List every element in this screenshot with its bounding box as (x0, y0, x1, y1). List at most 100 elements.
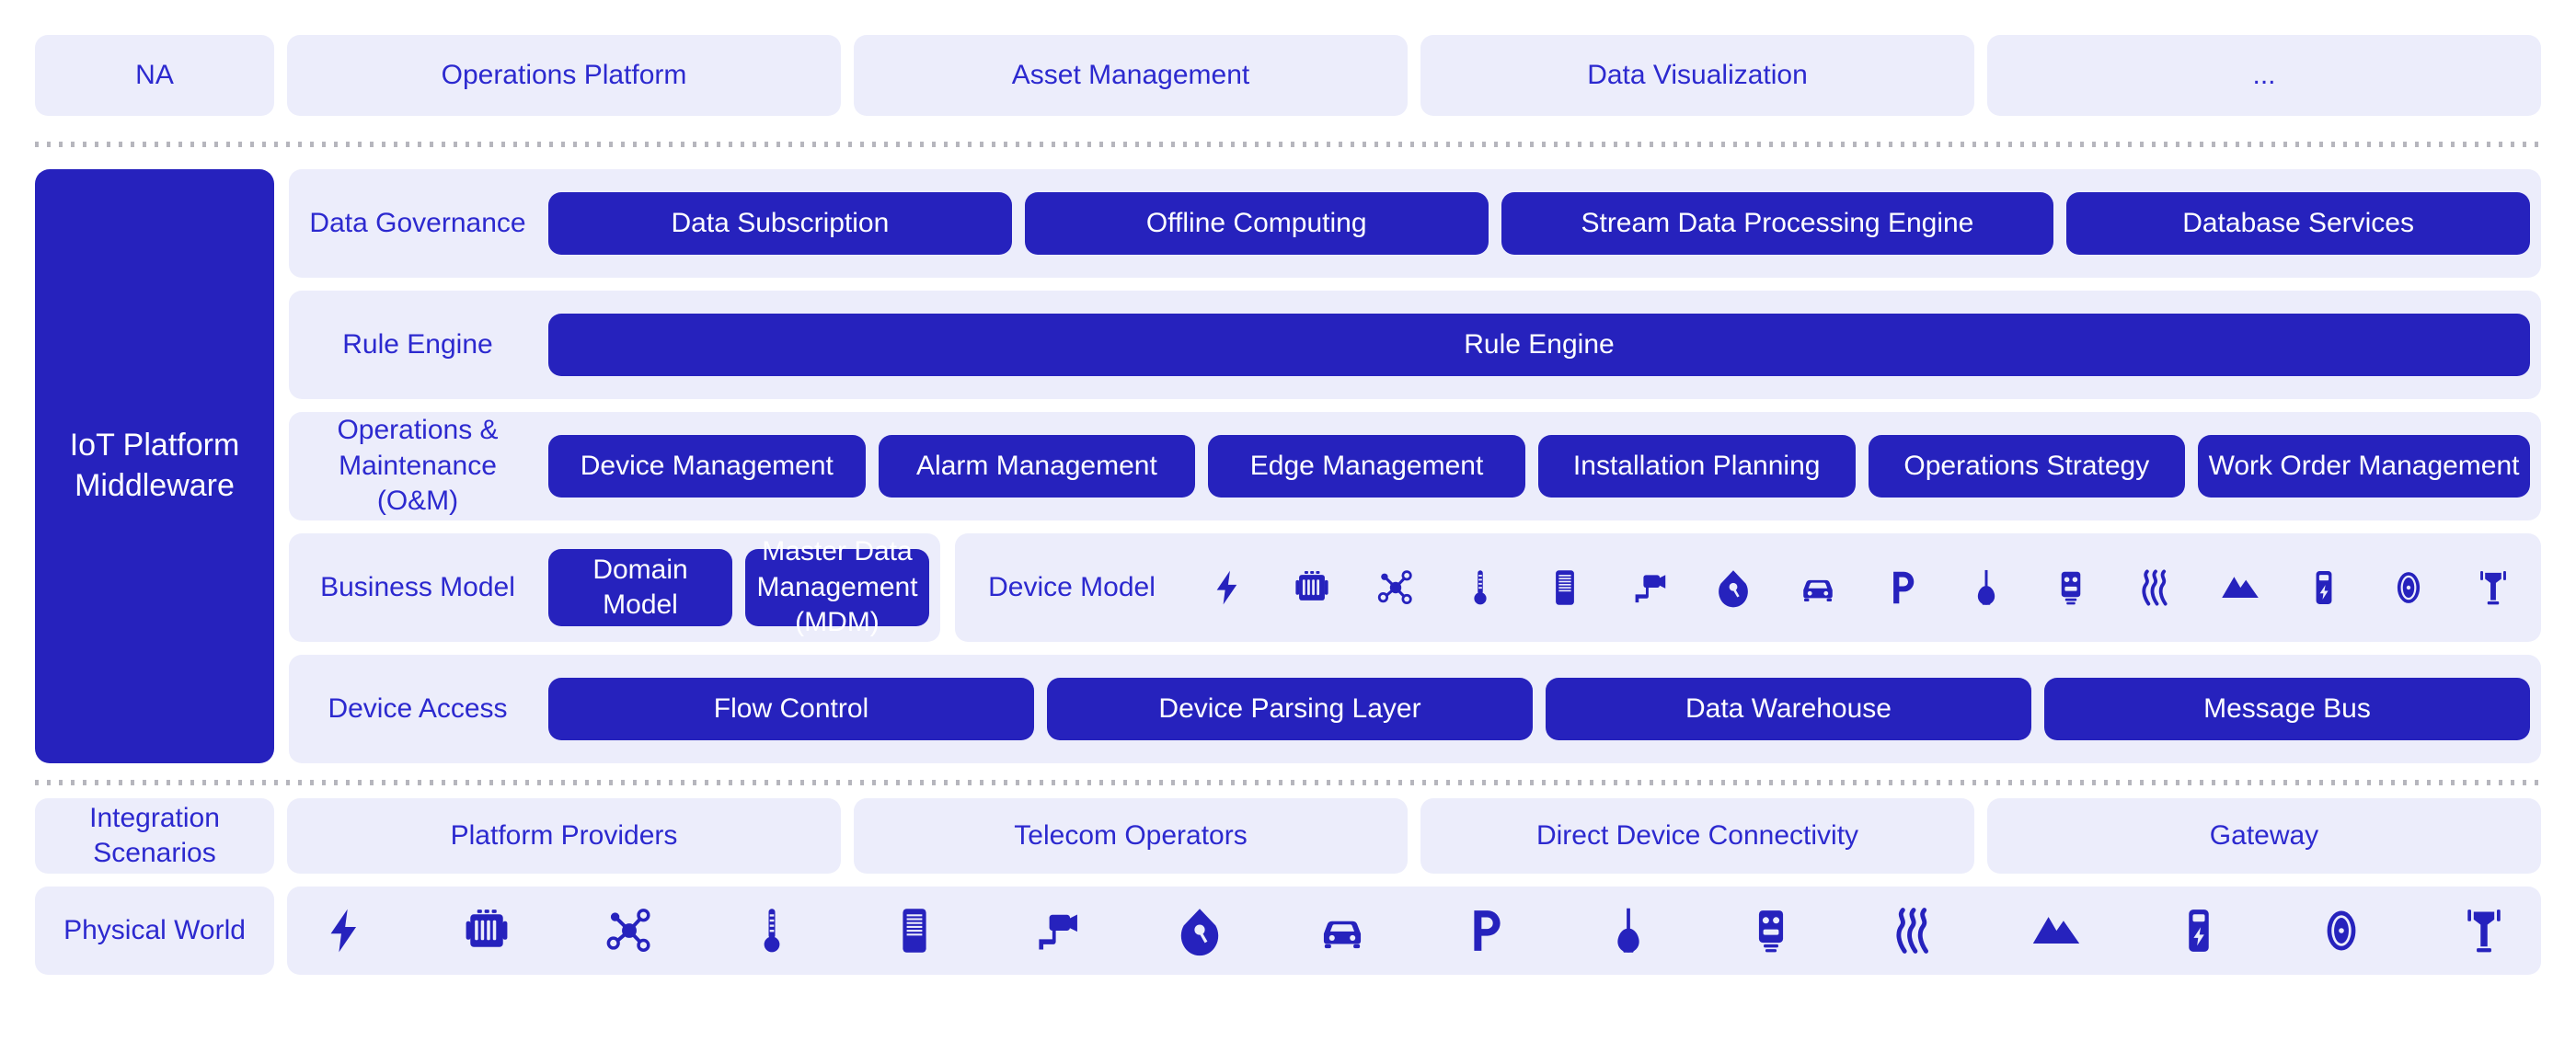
car-icon (1317, 905, 1368, 956)
middleware-band: Device Access Flow Control Device Parsing … (289, 655, 2541, 763)
application-cell-label: NA (135, 59, 174, 90)
band-chip[interactable]: Installation Planning (1537, 435, 1856, 498)
application-layer-row: NA Operations Platform Asset Management Dat… (35, 35, 2541, 116)
meter-box-icon (2051, 567, 2091, 608)
trash-bin-icon (1292, 567, 1332, 608)
integration-cell[interactable]: Direct Device Connectivity (1420, 798, 1974, 874)
car-icon (1798, 567, 1838, 608)
mountain-icon (2220, 567, 2260, 608)
mountain-icon (2030, 905, 2082, 956)
band-title: Device Access (328, 692, 508, 724)
heat-wave-icon (1888, 905, 1939, 956)
band-chip-label: Stream Data Processing Engine (1581, 207, 1974, 238)
middleware-band: Operations & Maintenance (O&M)Device Man… (289, 412, 2541, 520)
band-chip-label: Domain Model (592, 554, 688, 620)
band-chip-label: Database Services (2182, 207, 2414, 238)
band-chip[interactable]: Flow Control (548, 678, 1034, 740)
bolt-icon (1207, 567, 1248, 608)
band-chip[interactable]: Alarm Management (878, 435, 1196, 498)
physical-world-title: Physical World (35, 887, 274, 975)
band-panel: Operations & Maintenance (O&M)Device Man… (289, 412, 2541, 520)
physical-world-row: Physical World (35, 887, 2541, 975)
band-chip[interactable]: Edge Management (1208, 435, 1525, 498)
divider-bottom (35, 778, 2541, 785)
band-chip-label: Rule Engine (1464, 328, 1615, 360)
band-chip-label: Device Management (580, 450, 834, 481)
application-cell[interactable]: ... (1987, 35, 2541, 116)
integration-scenarios-label: Integration Scenarios (89, 802, 220, 868)
band-panel: Device Access Flow Control Device Parsing … (289, 655, 2541, 763)
band-title: Rule Engine (342, 328, 493, 360)
band-chip-label: Offline Computing (1145, 207, 1367, 238)
thermometer-icon (746, 905, 798, 956)
sidebar-iot-platform-middleware[interactable]: IoT Platform Middleware (35, 169, 274, 763)
smart-home-icon (1174, 905, 1225, 956)
band-chip[interactable]: Device Parsing Layer (1047, 678, 1533, 740)
manhole-cover-icon (2388, 567, 2429, 608)
band-chip-label: Master Data Management (MDM) (756, 536, 918, 638)
band-chip[interactable]: Master Data Management (MDM) (745, 536, 929, 637)
band-chip[interactable]: Message Bus (2044, 678, 2530, 740)
integration-cell[interactable]: Gateway (1987, 798, 2541, 874)
sidebar-title: IoT Platform Middleware (69, 428, 240, 503)
street-lamp-icon (1966, 567, 2007, 608)
antenna-tower-icon (2473, 567, 2513, 608)
camera-icon (1629, 567, 1670, 608)
middleware-band: Rule Engine Rule Engine (289, 291, 2541, 399)
band-chip-label: Work Order Management (2208, 450, 2520, 481)
physical-world-label: Physical World (63, 914, 246, 945)
band-chip[interactable]: Offline Computing (1024, 192, 1489, 255)
meter-box-icon (1745, 905, 1797, 956)
device-model-icon-strip (1190, 567, 2530, 608)
band-chip[interactable]: Work Order Management (2198, 435, 2530, 498)
band-chip[interactable]: Data Subscription (548, 192, 1012, 255)
integration-cell-label: Direct Device Connectivity (1535, 819, 1859, 851)
network-node-icon (604, 905, 655, 956)
application-cell[interactable]: Operations Platform (287, 35, 841, 116)
band-chip-label: Data Warehouse (1685, 692, 1892, 724)
band-chip[interactable]: Rule Engine (548, 314, 2530, 376)
thermometer-icon (1460, 567, 1501, 608)
band-title: Business Model (320, 571, 515, 602)
band-chip[interactable]: Domain Model (548, 549, 732, 626)
integration-scenarios-row: Integration Scenarios Platform Providers T… (35, 798, 2541, 874)
application-cell[interactable]: Asset Management (854, 35, 1408, 116)
bolt-icon (318, 905, 370, 956)
street-lamp-icon (1603, 905, 1654, 956)
integration-cell-label: Telecom Operators (1014, 819, 1248, 851)
band-chip-label: Message Bus (2203, 692, 2371, 724)
application-cell[interactable]: NA (35, 35, 274, 116)
heat-wave-icon (2135, 567, 2176, 608)
charging-station-icon (2173, 905, 2225, 956)
band-chip[interactable]: Database Services (2066, 192, 2531, 255)
divider-top (35, 140, 2541, 147)
band-chip[interactable]: Data Warehouse (1546, 678, 2031, 740)
application-cell-label: Asset Management (1011, 59, 1250, 90)
integration-cell[interactable]: Platform Providers (287, 798, 841, 874)
smart-home-icon (1713, 567, 1754, 608)
band-chip-label: Alarm Management (916, 450, 1157, 481)
integration-cell-label: Gateway (2209, 819, 2319, 851)
band-chip[interactable]: Device Management (548, 435, 866, 498)
integration-scenarios-title: Integration Scenarios (35, 798, 274, 874)
application-cell[interactable]: Data Visualization (1420, 35, 1974, 116)
integration-cell[interactable]: Telecom Operators (854, 798, 1408, 874)
band-chip[interactable]: Stream Data Processing Engine (1501, 192, 2054, 255)
camera-icon (1031, 905, 1083, 956)
band-chip-label: Device Parsing Layer (1158, 692, 1421, 724)
device-model-title: Device Model (988, 571, 1156, 602)
band-chip[interactable]: Operations Strategy (1868, 435, 2186, 498)
manhole-cover-icon (2316, 905, 2367, 956)
parking-icon (1460, 905, 1512, 956)
cabinet-icon (889, 905, 940, 956)
cabinet-icon (1545, 567, 1585, 608)
band-chip-label: Edge Management (1249, 450, 1484, 481)
device-model-panel: Device Model (955, 533, 2541, 642)
band-panel: Business Model Domain Model Master Data Ma… (289, 533, 940, 642)
application-cell-label: ... (2252, 59, 2276, 90)
band-chip-label: Data Subscription (671, 207, 890, 238)
middleware-band: Business Model Domain Model Master Data Ma… (289, 533, 2541, 642)
